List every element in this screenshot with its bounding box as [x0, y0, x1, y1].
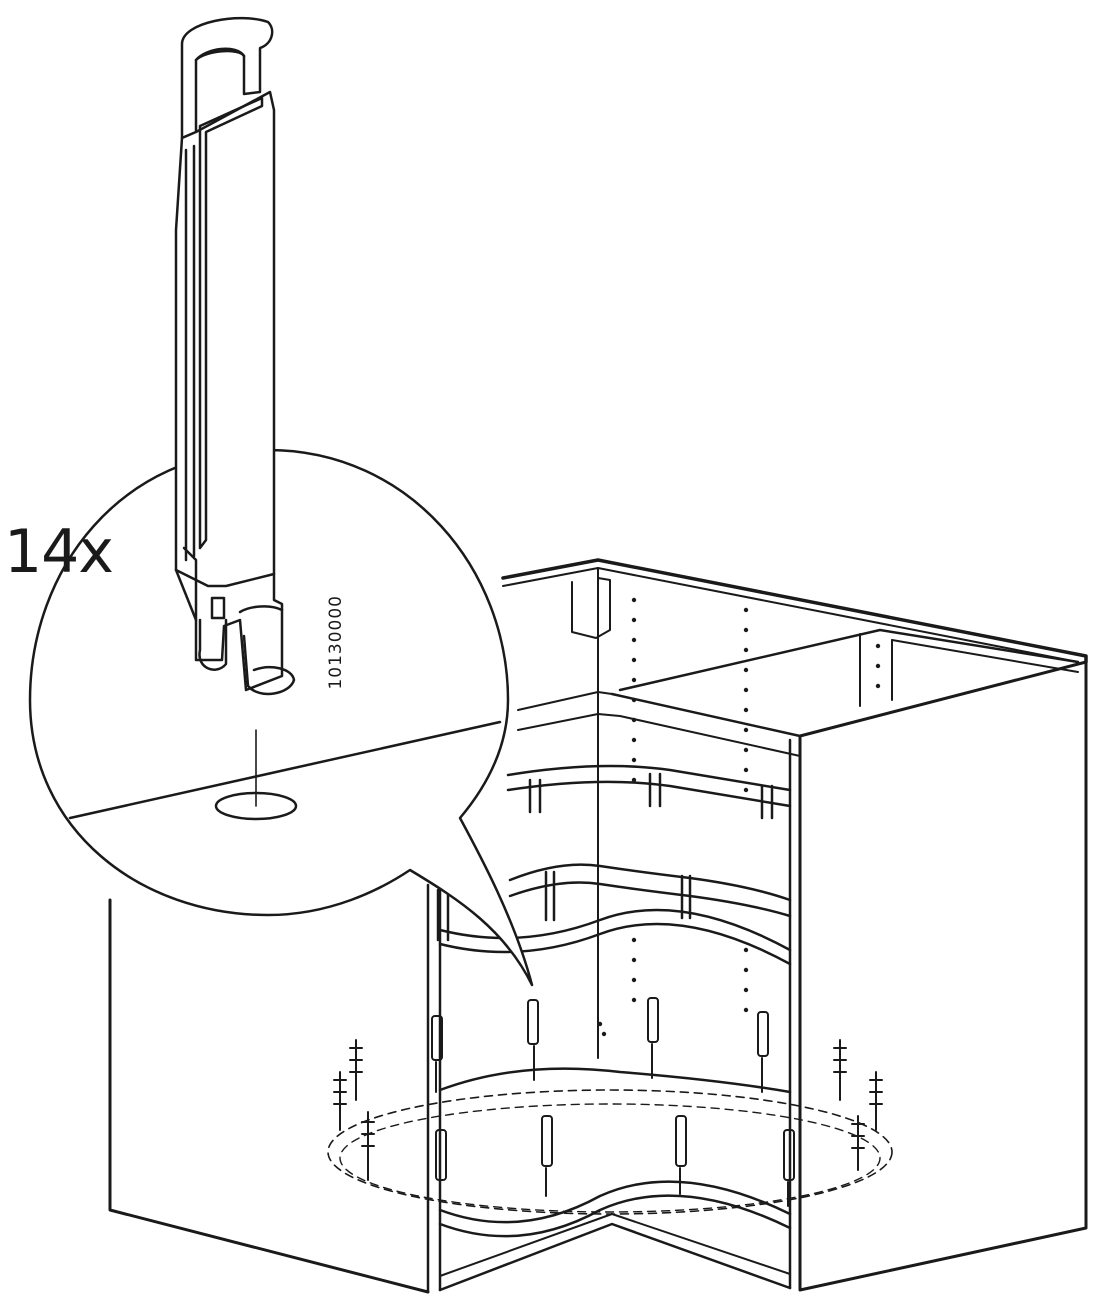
cabinet-top-frame-front — [610, 692, 802, 738]
hinge-pin-part — [174, 16, 296, 696]
quantity-label: 14x — [4, 517, 114, 587]
callout-bubble-outline — [28, 448, 534, 987]
cabinet-top-rim — [501, 558, 1088, 664]
shelf-hole-rows — [597, 597, 881, 1037]
rotation-path-ellipse — [327, 1089, 893, 1215]
carousel-shelf-top — [506, 764, 792, 820]
cabinet-top-frame — [618, 628, 1080, 692]
corner-cabinet — [108, 558, 1088, 1294]
callout-surface-edge — [68, 720, 502, 820]
cabinet-left-stile — [426, 883, 442, 1294]
part-number-label: 10130000 — [326, 595, 346, 690]
cabinet-hinge-bracket — [571, 577, 611, 639]
cabinet-inner-frame-back — [891, 639, 1079, 673]
cabinet-bottom-opening — [438, 1222, 792, 1292]
cabinet-bottom-opening-inner — [439, 1213, 791, 1277]
magnifier-callout — [28, 448, 534, 987]
screw-markers — [333, 1039, 883, 1181]
cabinet-right-front-panel — [798, 660, 1088, 1292]
carousel-shelf-bottom — [327, 1067, 893, 1238]
cabinet-top-rail — [517, 691, 613, 711]
cabinet-top-rail-lower — [517, 713, 801, 757]
carousel-shelf-middle — [436, 863, 792, 966]
cabinet-left-panel — [108, 898, 430, 1294]
hinge-pins — [431, 997, 795, 1207]
